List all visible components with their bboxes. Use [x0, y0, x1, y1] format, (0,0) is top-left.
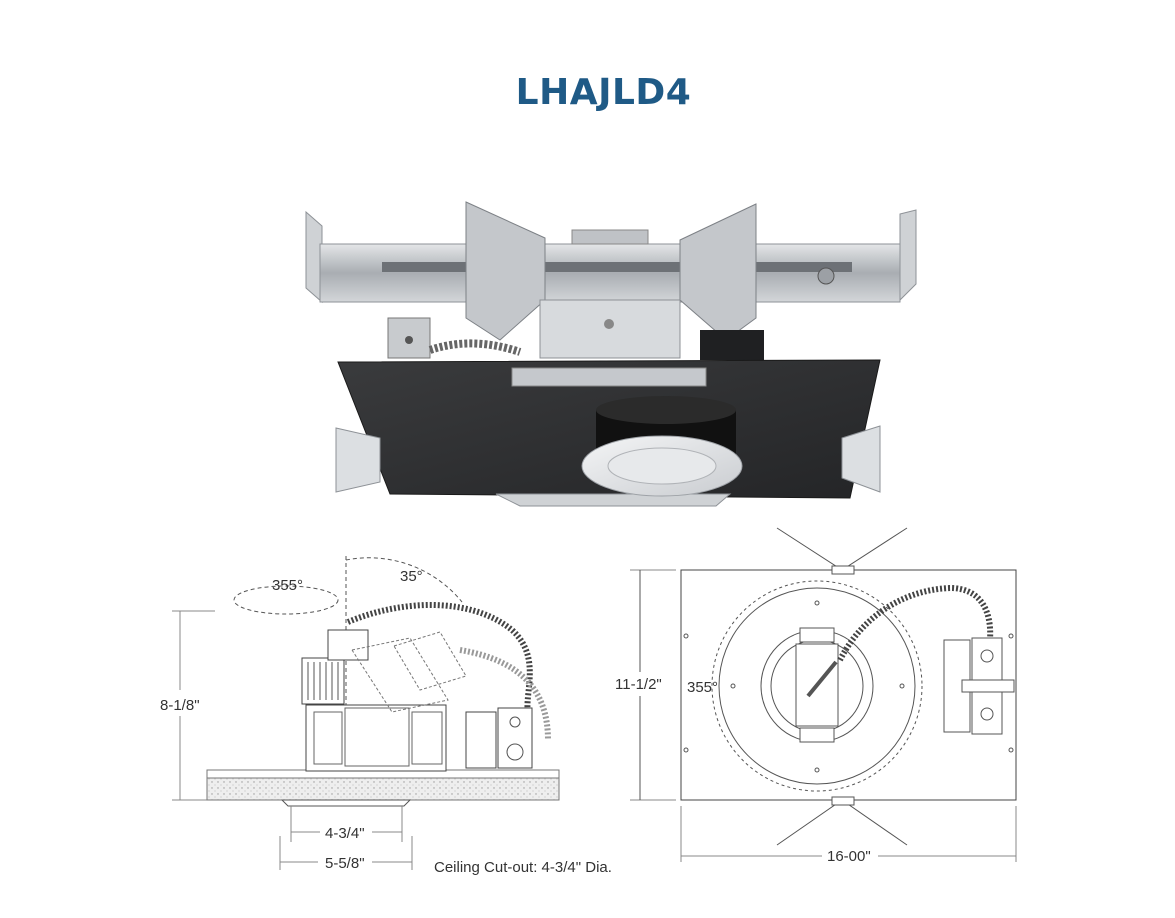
rotation-arc [233, 585, 339, 615]
side-junction-box-right [497, 707, 533, 769]
plan-lamp-axis [806, 660, 838, 698]
plan-view-drawing [630, 527, 1017, 862]
housing-body [305, 704, 447, 772]
right-mount-bracket [679, 203, 757, 341]
plan-top-bracket [776, 527, 908, 571]
side-heat-sink [301, 657, 345, 705]
trim-outline [718, 587, 916, 785]
yoke [511, 367, 707, 387]
plan-width-label: 16-00" [827, 848, 871, 865]
left-mount-bracket [465, 201, 546, 341]
bottom-clip [495, 493, 732, 507]
rotation-circle [711, 580, 923, 792]
product-render [305, 201, 917, 507]
trim-flange [280, 799, 412, 807]
bar-hanger-rail [319, 243, 901, 303]
right-end-bracket [899, 209, 917, 302]
product-title: LHAJLD4 [515, 72, 692, 113]
side-rotation-label: 355° [272, 577, 303, 594]
trim-aperture [607, 447, 717, 485]
driver-box [327, 629, 369, 661]
plan-height-label: 11-1/2" [615, 676, 662, 693]
heat-sink [700, 330, 764, 360]
ceiling-cutout-note: Ceiling Cut-out: 4-3/4" Dia. [434, 859, 612, 876]
side-height-label: 8-1/8" [160, 697, 200, 714]
tilt-arc [345, 557, 463, 603]
left-lower-tab [335, 427, 381, 493]
aperture-dim-label: 4-3/4" [325, 825, 365, 842]
side-tilt-label: 35° [400, 568, 423, 585]
side-junction-box-left [465, 711, 497, 769]
right-lower-tab [841, 425, 881, 493]
top-clip [571, 229, 649, 245]
plan-flex-conduit [837, 584, 994, 662]
side-view-drawing [172, 556, 560, 870]
plan-rotation-label: 355° [687, 679, 718, 696]
mounting-screw [604, 319, 614, 329]
plan-bottom-bracket [776, 799, 908, 846]
ceiling-section [206, 777, 560, 801]
rail-slot [382, 262, 852, 272]
mounting-plate [539, 299, 681, 359]
flex-conduit [428, 339, 522, 356]
wing-nut [817, 267, 835, 285]
side-flex-conduit [346, 602, 533, 722]
overall-dim-label: 5-5/8" [325, 855, 365, 872]
tilted-lamp [351, 637, 449, 713]
